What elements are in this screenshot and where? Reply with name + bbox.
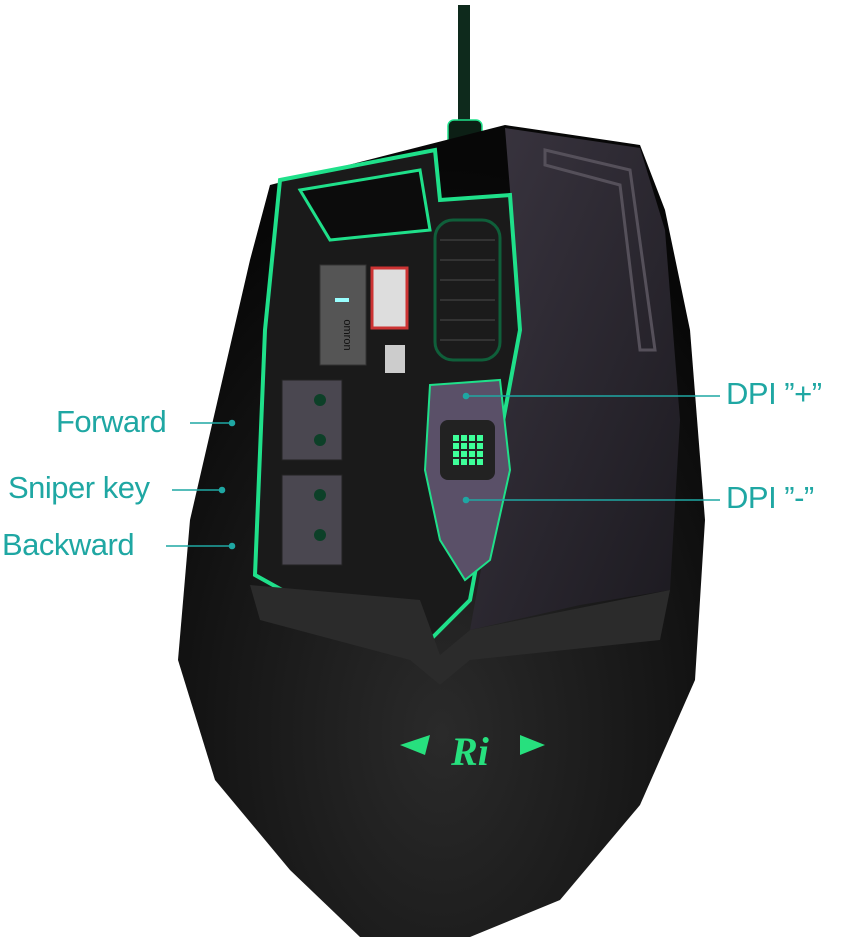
scroll-wheel	[433, 218, 502, 362]
backward-label: Backward	[2, 527, 135, 562]
forward-label: Forward	[56, 404, 167, 439]
cable	[458, 5, 470, 155]
omron-switch	[319, 264, 367, 366]
sniper-key-label: Sniper key	[8, 470, 150, 505]
dpi-plus-label: DPI ”+”	[726, 376, 822, 411]
switch-brand-text: omron	[341, 319, 353, 350]
svg-text:Ri: Ri	[450, 729, 489, 774]
brand-logo: Ri	[400, 729, 545, 774]
dpi-led-grid	[453, 435, 483, 465]
dpi-minus-label: DPI ”-”	[726, 480, 814, 515]
